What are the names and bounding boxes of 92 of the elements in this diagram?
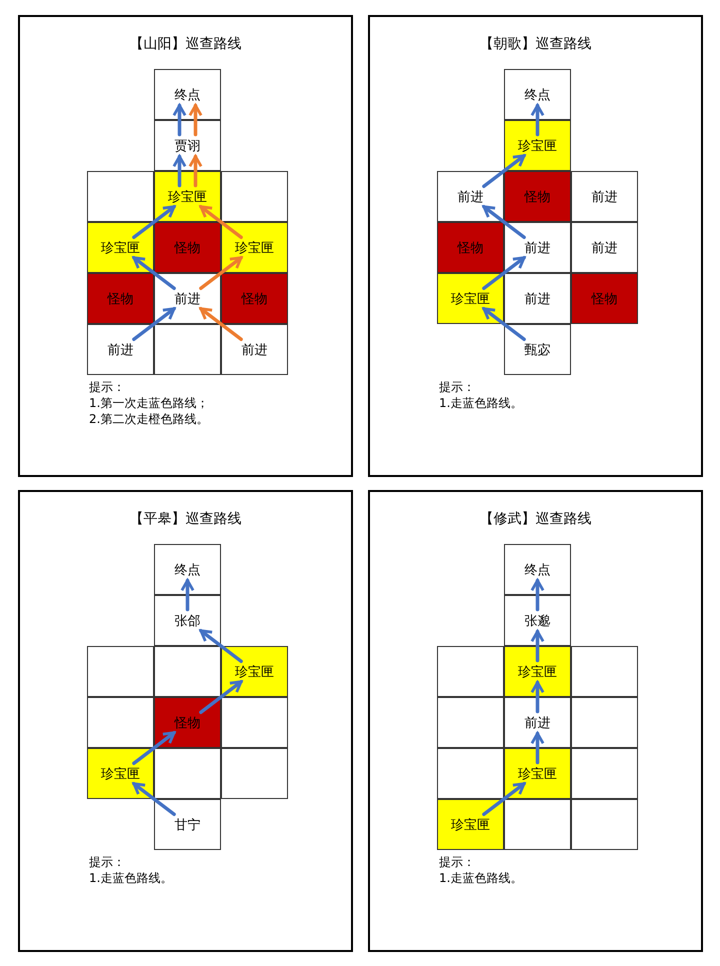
grid-cell (221, 697, 288, 748)
grid-cell: 前进 (504, 222, 571, 273)
grid-cell (154, 324, 221, 375)
arrow (132, 306, 176, 342)
grid-cell (437, 646, 504, 697)
grid-cell: 终点 (504, 69, 571, 120)
grid-cell: 怪物 (504, 171, 571, 222)
grid-cell: 珍宝匣 (504, 120, 571, 171)
arrow (482, 306, 526, 342)
grid-cell (221, 748, 288, 799)
grid-cell: 怪物 (437, 222, 504, 273)
arrow (482, 204, 526, 240)
grid-cell (437, 697, 504, 748)
map-title: 【平皋】巡查路线 (128, 510, 242, 528)
grid-cell: 终点 (154, 544, 221, 595)
hint-heading: 提示： (439, 854, 475, 871)
arrow (530, 578, 544, 612)
map-panel (18, 490, 353, 952)
arrow (530, 104, 544, 136)
grid-cell: 甘宁 (154, 799, 221, 850)
grid-cell (87, 171, 154, 222)
arrow (530, 732, 544, 764)
grid-cell: 前进 (437, 171, 504, 222)
arrow (188, 104, 202, 136)
arrow (482, 256, 526, 290)
grid-cell: 怪物 (154, 222, 221, 273)
map-title: 【山阳】巡查路线 (128, 35, 242, 53)
grid-cell: 前进 (504, 697, 571, 748)
grid-cell (221, 171, 288, 222)
grid-cell: 怪物 (571, 273, 638, 324)
grid-cell: 珍宝匣 (87, 222, 154, 273)
grid-cell (571, 646, 638, 697)
grid-cell (504, 799, 571, 850)
grid-cell (437, 748, 504, 799)
map-panel (368, 15, 703, 477)
arrow (188, 154, 202, 188)
grid-cell: 前进 (504, 273, 571, 324)
grid-cell: 珍宝匣 (221, 222, 288, 273)
grid-cell (154, 748, 221, 799)
grid-cell: 怪物 (87, 273, 154, 324)
arrow (199, 256, 243, 290)
grid-cell (154, 646, 221, 697)
arrow (172, 154, 186, 188)
arrow (132, 730, 176, 766)
hint-heading: 提示： (89, 379, 125, 396)
grid-cell: 终点 (504, 544, 571, 595)
hint-line: 1.走蓝色路线。 (439, 870, 522, 887)
grid-cell: 珍宝匣 (504, 646, 571, 697)
map-panel (368, 490, 703, 952)
grid-cell (87, 646, 154, 697)
grid-cell: 张邈 (504, 595, 571, 646)
grid-cell: 怪物 (154, 697, 221, 748)
grid-cell: 珍宝匣 (87, 748, 154, 799)
map-panel (18, 15, 353, 477)
map-title: 【修武】巡查路线 (478, 510, 592, 528)
grid-cell: 前进 (87, 324, 154, 375)
hint-line: 1.走蓝色路线。 (439, 395, 522, 412)
grid-cell: 甄宓 (504, 324, 571, 375)
hint-line: 2.第二次走橙色路线。 (89, 411, 208, 428)
arrow (482, 782, 526, 816)
arrow (132, 204, 176, 240)
grid-cell (571, 799, 638, 850)
grid-cell (571, 697, 638, 748)
grid-cell: 珍宝匣 (437, 273, 504, 324)
arrow (172, 104, 186, 136)
arrow (199, 306, 243, 342)
grid-cell: 珍宝匣 (221, 646, 288, 697)
arrow (530, 630, 544, 662)
grid-cell: 前进 (571, 222, 638, 273)
hint-heading: 提示： (89, 854, 125, 871)
grid-cell: 珍宝匣 (504, 748, 571, 799)
grid-cell: 怪物 (221, 273, 288, 324)
map-title: 【朝歌】巡查路线 (478, 35, 592, 53)
grid-cell: 张郃 (154, 595, 221, 646)
arrow (132, 256, 176, 290)
grid-cell: 前进 (571, 171, 638, 222)
grid-cell: 贾诩 (154, 120, 221, 171)
hint-heading: 提示： (439, 379, 475, 396)
arrow (530, 680, 544, 714)
hint-line: 1.走蓝色路线。 (89, 870, 172, 887)
grid-cell: 珍宝匣 (437, 799, 504, 850)
grid-cell (571, 748, 638, 799)
arrow (482, 154, 526, 188)
arrow (132, 782, 176, 816)
grid-cell (87, 697, 154, 748)
arrow (199, 628, 243, 664)
arrow (180, 578, 194, 612)
grid-cell: 前进 (221, 324, 288, 375)
arrow (199, 680, 243, 714)
grid-cell: 终点 (154, 69, 221, 120)
arrow (199, 204, 243, 240)
hint-line: 1.第一次走蓝色路线； (89, 395, 208, 412)
